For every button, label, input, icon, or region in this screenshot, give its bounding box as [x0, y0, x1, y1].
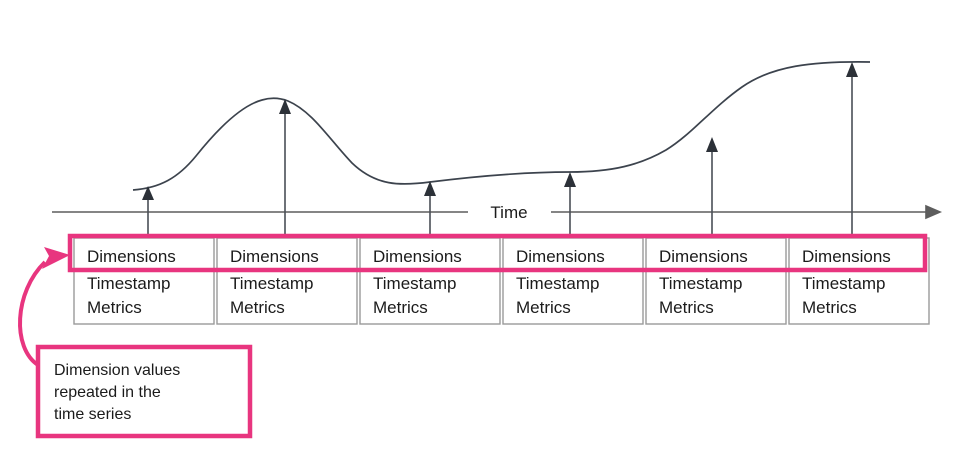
- dimensions-row-highlight: [67, 233, 928, 273]
- record-timestamp-label: Timestamp: [373, 274, 456, 293]
- annotation-note: Dimension values repeated in the time se…: [35, 344, 253, 439]
- record-timestamp-label: Timestamp: [87, 274, 170, 293]
- record-dimensions-label: Dimensions: [230, 247, 319, 266]
- record-metrics-label: Metrics: [373, 298, 428, 317]
- record-timestamp-label: Timestamp: [802, 274, 885, 293]
- axis-arrow-right-icon: [925, 204, 943, 220]
- record-timestamp-label: Timestamp: [516, 274, 599, 293]
- annotation-line-3: time series: [54, 406, 131, 423]
- record-dimensions-label: Dimensions: [516, 247, 605, 266]
- record-dimensions-label: Dimensions: [802, 247, 891, 266]
- record-dimensions-label: Dimensions: [87, 247, 176, 266]
- annotation-line-1: Dimension values: [54, 362, 180, 379]
- record-box-4[interactable]: Dimensions Timestamp Metrics: [502, 237, 644, 325]
- metric-series-curve: [132, 61, 871, 191]
- record-timestamp-label: Timestamp: [230, 274, 313, 293]
- record-box-1[interactable]: Dimensions Timestamp Metrics: [73, 237, 215, 325]
- record-metrics-label: Metrics: [802, 298, 857, 317]
- callout-arrow-icon: [18, 260, 47, 367]
- callout-arrowhead-icon: [42, 247, 70, 269]
- record-box-2[interactable]: Dimensions Timestamp Metrics: [216, 237, 358, 325]
- record-box-6[interactable]: Dimensions Timestamp Metrics: [788, 237, 930, 325]
- record-metrics-label: Metrics: [516, 298, 571, 317]
- record-metrics-label: Metrics: [87, 298, 142, 317]
- record-timestamp-label: Timestamp: [659, 274, 742, 293]
- record-dimensions-label: Dimensions: [659, 247, 748, 266]
- record-dimensions-label: Dimensions: [373, 247, 462, 266]
- record-box-3[interactable]: Dimensions Timestamp Metrics: [359, 237, 501, 325]
- record-box-5[interactable]: Dimensions Timestamp Metrics: [645, 237, 787, 325]
- record-metrics-label: Metrics: [659, 298, 714, 317]
- record-metrics-label: Metrics: [230, 298, 285, 317]
- annotation-line-2: repeated in the: [54, 384, 161, 401]
- time-axis-label: Time: [490, 203, 527, 222]
